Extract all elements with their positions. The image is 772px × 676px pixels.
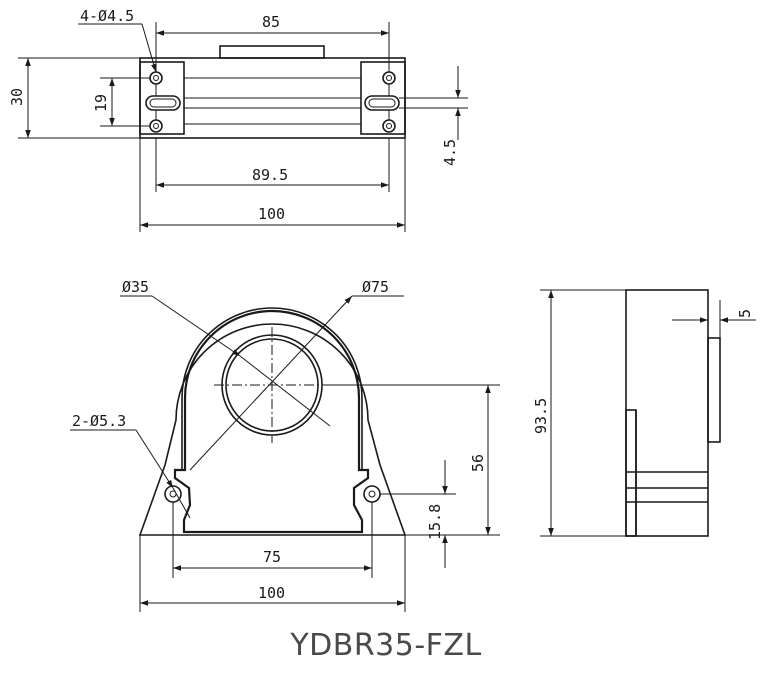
mount-hole-icon xyxy=(149,71,163,85)
housing-outline xyxy=(138,323,407,536)
dim-4p5-label: 4.5 xyxy=(441,139,459,166)
top-view: 4-Ø4.5 85 30 19 4.5 89.5 100 xyxy=(8,7,468,232)
dim-19-label: 19 xyxy=(92,94,110,112)
dim-30-label: 30 xyxy=(8,88,26,106)
dim-100-top-label: 100 xyxy=(258,205,285,223)
right-mount-hole-icon xyxy=(363,485,381,503)
dim-93p5-label: 93.5 xyxy=(532,398,550,434)
model-title: YDBR35-FZL xyxy=(290,628,482,663)
base-cavity xyxy=(173,309,370,534)
dim-100-front-label: 100 xyxy=(258,584,285,602)
dim-75-label: 75 xyxy=(263,548,281,566)
mount-hole-icon xyxy=(149,119,163,133)
side-tab xyxy=(707,337,721,443)
mount-hole-icon xyxy=(382,119,396,133)
dim-89p5-label: 89.5 xyxy=(252,166,288,184)
dim-d75-label: Ø75 xyxy=(362,278,389,296)
side-body xyxy=(625,289,709,537)
dim-holes-front-label: 2-Ø5.3 xyxy=(72,412,126,430)
top-view-tab xyxy=(219,45,325,59)
mount-slot-icon xyxy=(145,95,181,111)
side-view: 93.5 5 xyxy=(532,289,756,537)
mount-hole-icon xyxy=(382,71,396,85)
dim-holes-label: 4-Ø4.5 xyxy=(80,7,134,25)
dim-d35-label: Ø35 xyxy=(122,278,149,296)
dim-85-label: 85 xyxy=(262,13,280,31)
dim-56-label: 56 xyxy=(469,454,487,472)
front-view: Ø35 Ø75 2-Ø5.3 56 15.8 75 100 xyxy=(70,278,500,612)
mount-slot-icon xyxy=(364,95,400,111)
dim-5-label: 5 xyxy=(736,309,754,318)
dim-15p8-label: 15.8 xyxy=(426,504,444,540)
